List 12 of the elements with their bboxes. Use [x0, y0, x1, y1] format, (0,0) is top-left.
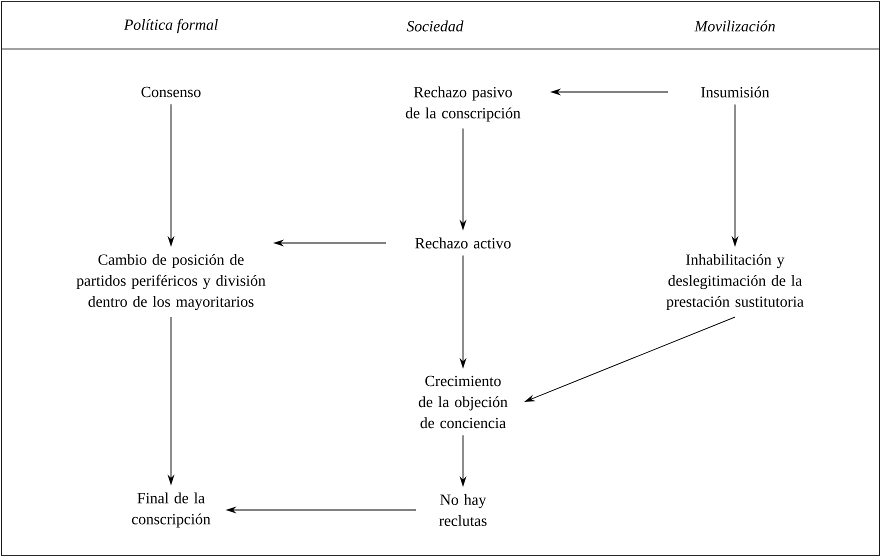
- node-text: Crecimiento de la objeción de conciencia: [418, 376, 508, 428]
- node-text: Insumisión: [701, 86, 770, 98]
- node-text: Inhabilitación y deslegitimación de la prestación sustitutoria: [666, 254, 804, 310]
- column-heading: Sociedad: [406, 20, 464, 32]
- node-text: Rechazo activo: [415, 238, 511, 248]
- node-text: Consenso: [142, 86, 201, 98]
- column-heading: Movilización: [694, 20, 775, 32]
- node-text: Rechazo pasivo de la conscripción: [406, 86, 520, 122]
- node-text: Cambio de posición de partidos periféricos y división dentro de los mayoritarios: [76, 254, 266, 310]
- node-text: Final de la conscripción: [132, 492, 210, 528]
- column-heading: Política formal: [124, 18, 218, 34]
- node-text: No hay reclutas: [439, 494, 487, 526]
